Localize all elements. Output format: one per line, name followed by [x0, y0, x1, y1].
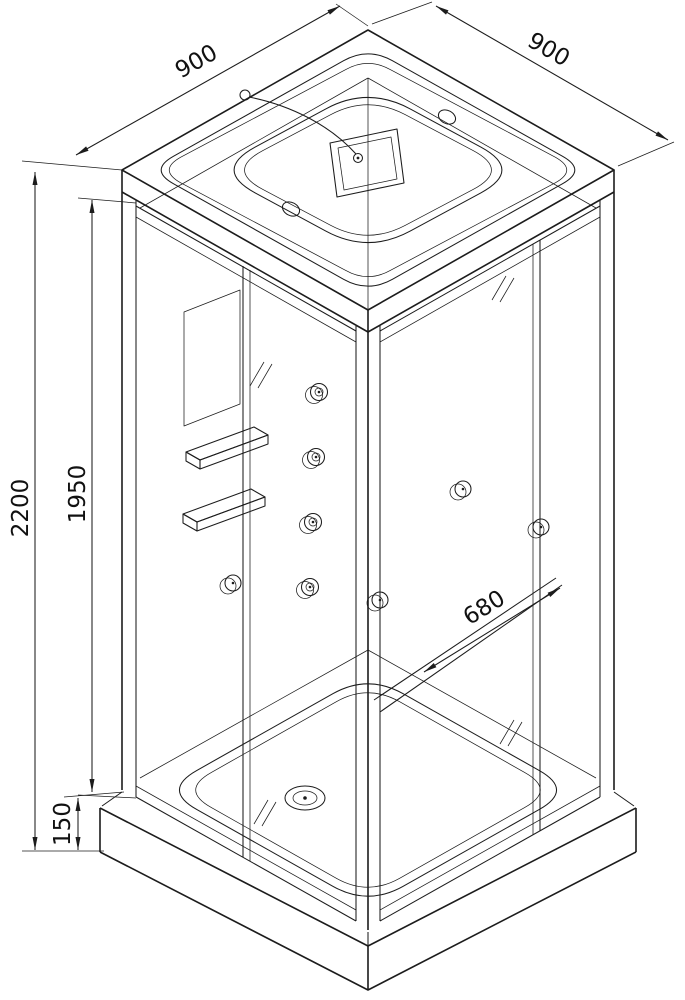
glass-hatch-icon [491, 275, 515, 303]
door-diagonal-edge [373, 577, 557, 701]
dim-label-base-height: 150 [50, 802, 76, 846]
hose-roof-port-icon [239, 89, 251, 101]
massage-jet-icon [302, 447, 326, 469]
mirror-panel [183, 289, 241, 427]
dim-label-width-right: 900 [523, 28, 574, 72]
massage-jets-column [296, 382, 329, 599]
massage-jet-icon [299, 512, 323, 534]
dimension-width-left: 900 [21, 3, 369, 171]
glass-hatch-icon [253, 799, 277, 827]
glass-hatch-icon [499, 719, 523, 747]
frame-group [121, 77, 615, 930]
knob-icon [527, 518, 550, 539]
roof-inset-outline [160, 53, 576, 287]
massage-jet-icon [296, 577, 320, 599]
glass-hatch-icon [249, 361, 273, 389]
wall-knobs [219, 480, 550, 612]
knob-icon [366, 591, 389, 612]
base-plinth-group [99, 807, 637, 991]
drain-icon [284, 785, 326, 811]
tray-group [101, 683, 635, 946]
roof-vent-square [329, 128, 405, 198]
knob-icon [219, 574, 242, 595]
roof-dome-outline [233, 96, 503, 244]
roof-light-icon [281, 201, 301, 217]
massage-jet-icon [305, 382, 329, 404]
shelf-upper [185, 426, 269, 470]
dimension-height-cabin: 1950 [65, 197, 137, 799]
dimension-base-height: 150 [50, 791, 125, 850]
tray-outline [179, 683, 557, 897]
dim-label-height-cabin: 1950 [65, 465, 91, 524]
roof-light-icon [437, 109, 457, 125]
shower-hose-line [248, 96, 357, 155]
dimension-height-total: 2200 [8, 172, 104, 852]
shelf-lower [182, 488, 266, 532]
fittings-group [182, 289, 550, 612]
hose-connector-icon [352, 152, 364, 164]
dim-label-height-total: 2200 [8, 479, 34, 538]
knob-icon [449, 480, 472, 501]
